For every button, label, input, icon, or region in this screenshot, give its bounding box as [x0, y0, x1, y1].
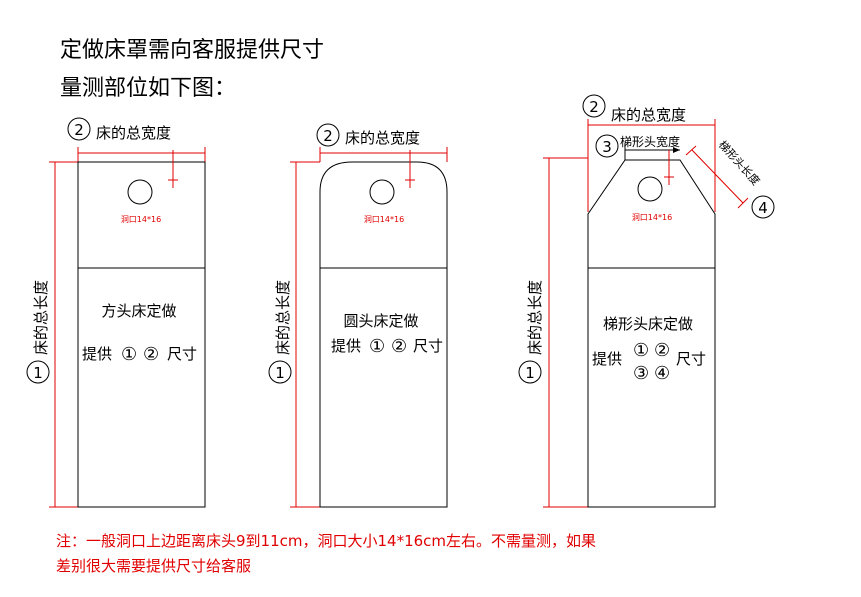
length-label: 床的总长度	[32, 280, 50, 355]
marker-2	[582, 94, 606, 118]
marker-1	[26, 360, 50, 384]
note-line-2: 差别很大需要提供尺寸给客服	[56, 557, 252, 575]
hole-label: 洞口14*16	[364, 214, 404, 224]
marker-2	[67, 117, 91, 141]
panel-name: 梯形头床定做	[603, 315, 693, 333]
size-label: 尺寸	[676, 350, 706, 368]
marker-2-label: 2	[74, 121, 84, 139]
width-label: 床的总宽度	[345, 129, 420, 147]
marker-3-label: 3	[602, 138, 612, 156]
width-label: 床的总宽度	[611, 106, 686, 124]
marker-3	[595, 134, 619, 158]
bed-outline	[77, 161, 206, 508]
length-label: 床的总长度	[274, 280, 292, 355]
hole-circle	[369, 179, 395, 205]
circled-1: ①	[633, 340, 649, 361]
provide-label: 提供	[331, 337, 361, 355]
panel-name: 圆头床定做	[343, 312, 418, 330]
circled-2: ②	[391, 336, 407, 357]
provide-label: 提供	[82, 345, 112, 363]
marker-1-label: 1	[525, 364, 535, 382]
marker-4	[751, 195, 775, 219]
circled-3: ③	[633, 363, 649, 384]
hole-label: 洞口14*16	[632, 212, 672, 222]
panel-round-head: 2 床的总宽度 1 床的总长度 洞口14*16 圆头床定做 提供 ① ② 尺寸	[268, 123, 448, 508]
marker-4-label: 4	[758, 199, 768, 217]
head-width-label: 梯形头宽度	[620, 134, 680, 149]
head-length-label: 梯形头长度	[716, 138, 763, 188]
head-length-dim-line	[691, 149, 744, 204]
bed-outline	[319, 161, 448, 508]
circled-1: ①	[121, 344, 137, 365]
provide-label: 提供	[592, 350, 622, 368]
hole-circle	[127, 179, 153, 205]
marker-1	[268, 360, 292, 384]
marker-1-label: 1	[33, 364, 43, 382]
note-line-1: 注：一般洞口上边距离床头9到11cm，洞口大小14*16cm左右。不需量测，如果	[56, 532, 597, 550]
heading-line-1: 定做床罩需向客服提供尺寸	[60, 38, 325, 63]
marker-2	[316, 123, 340, 147]
marker-1	[518, 360, 542, 384]
marker-2-label: 2	[323, 127, 333, 145]
circled-4: ④	[654, 363, 670, 384]
circled-2: ②	[143, 344, 159, 365]
panel-name: 方头床定做	[101, 302, 176, 320]
panel-square-head: 2 床的总宽度 1 床的总长度 洞口14*16 方头床定做 提供 ① ② 尺寸	[26, 117, 206, 508]
hole-label: 洞口14*16	[121, 214, 161, 224]
heading-line-2: 量测部位如下图：	[60, 76, 237, 101]
marker-1-label: 1	[275, 364, 285, 382]
circled-1: ①	[369, 336, 385, 357]
width-label: 床的总宽度	[96, 124, 171, 142]
length-label: 床的总长度	[526, 280, 544, 355]
panel-trapezoid-head: 2 床的总宽度 3 梯形头宽度 梯形头长度 4 1 床的总长度 洞口14*16 …	[518, 94, 775, 508]
marker-2-label: 2	[589, 98, 599, 116]
circled-2: ②	[654, 340, 670, 361]
hole-circle	[637, 176, 663, 202]
bed-outline	[587, 159, 716, 508]
size-label: 尺寸	[413, 337, 443, 355]
size-label: 尺寸	[167, 345, 197, 363]
